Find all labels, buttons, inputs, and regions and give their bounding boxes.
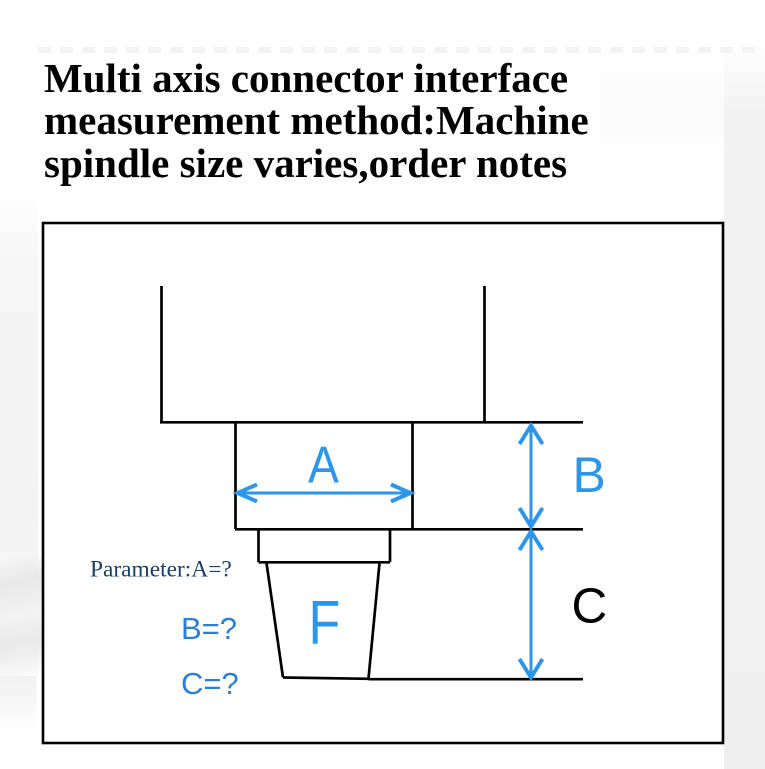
svg-text:C=?: C=? bbox=[181, 666, 239, 701]
svg-text:B: B bbox=[573, 447, 606, 503]
svg-text:Parameter:A=?: Parameter:A=? bbox=[90, 557, 232, 583]
svg-text:A: A bbox=[308, 437, 339, 494]
svg-text:B=?: B=? bbox=[181, 611, 237, 646]
svg-text:C: C bbox=[572, 579, 608, 634]
svg-text:F: F bbox=[309, 589, 341, 658]
